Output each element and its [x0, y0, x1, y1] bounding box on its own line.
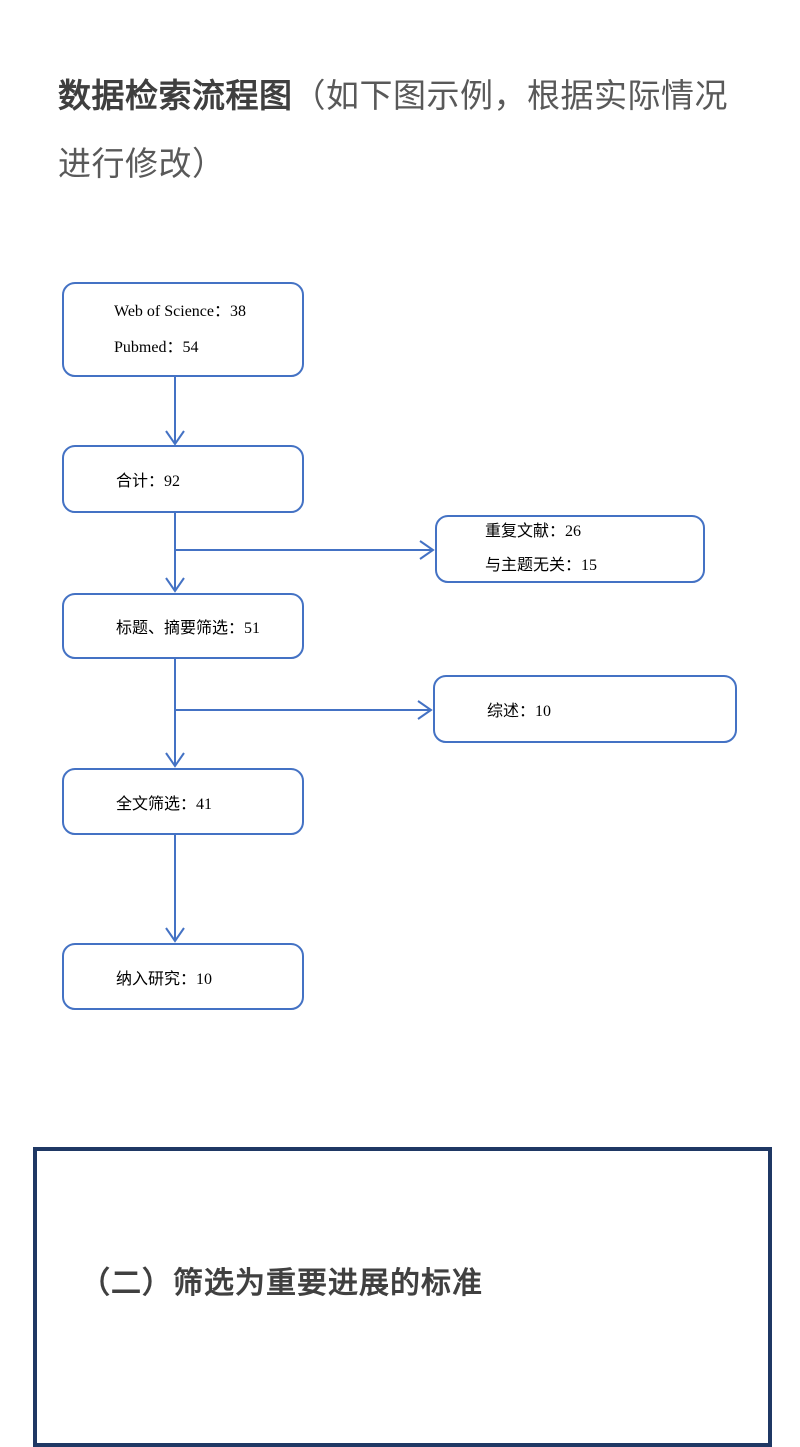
flow-box-included-line1: 纳入研究：10 [116, 970, 213, 988]
flow-box-sources: Web of Science：38 Pubmed：54 [62, 282, 304, 377]
flow-box-sources-line1: Web of Science：38 [114, 302, 247, 320]
page-title-bold: 数据检索流程图 [58, 77, 293, 114]
flow-box-screening: 标题、摘要筛选：51 [62, 593, 304, 659]
flow-box-fulltext: 全文筛选：41 [62, 768, 304, 835]
flow-box-fulltext-line1: 全文筛选：41 [116, 795, 213, 813]
section-container: （二）筛选为重要进展的标准 [33, 1147, 772, 1447]
arrowhead-down-icon [165, 430, 185, 446]
arrowhead-right-icon [417, 700, 433, 720]
flow-box-excluded-line1: 重复文献：26 [485, 523, 582, 540]
arrowhead-right-icon [419, 540, 435, 560]
flow-box-total-line1: 合计：92 [116, 473, 181, 490]
flow-box-excluded: 重复文献：26 与主题无关：15 [435, 515, 705, 583]
arrowhead-down-icon [165, 752, 185, 768]
flow-box-sources-line2: Pubmed：54 [114, 338, 199, 356]
section-heading: （二）筛选为重要进展的标准 [80, 1267, 483, 1300]
flow-box-excluded-line2: 与主题无关：15 [485, 557, 598, 574]
flow-box-review-line1: 综述：10 [487, 703, 552, 720]
page-title: 数据检索流程图（如下图示例，根据实际情况进行修改） [58, 62, 742, 198]
flow-box-review: 综述：10 [433, 675, 737, 743]
flow-box-screening-line1: 标题、摘要筛选：51 [116, 620, 261, 637]
arrowhead-down-icon [165, 927, 185, 943]
flow-box-included: 纳入研究：10 [62, 943, 304, 1010]
flow-box-total: 合计：92 [62, 445, 304, 513]
arrowhead-down-icon [165, 577, 185, 593]
page-title-rest: （如下图示例，根据实际情况进行修改） [58, 77, 728, 182]
